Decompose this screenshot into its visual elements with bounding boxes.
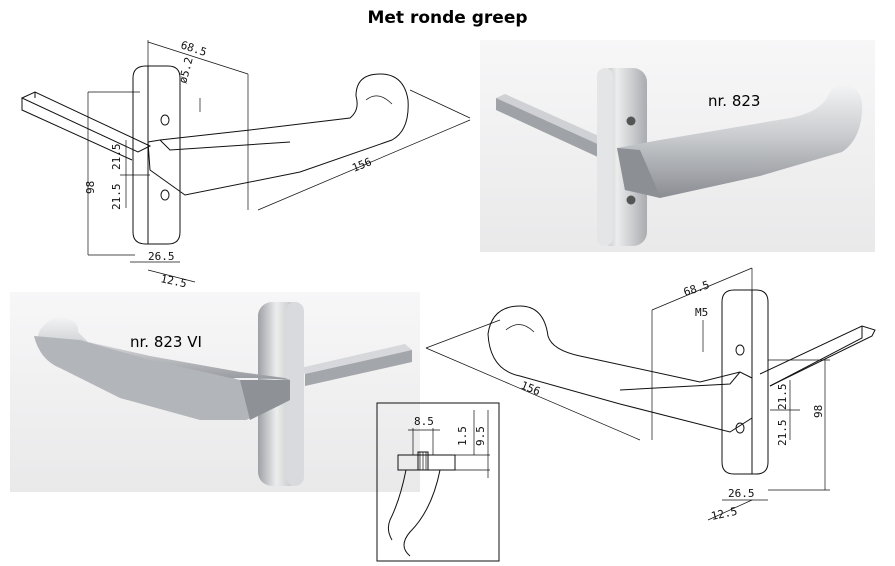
detail-width: 8.5 [414,415,434,428]
photo-label-823: nr. 823 [708,92,760,110]
page-title: Met ronde greep [367,8,528,28]
photo-top-right [480,40,875,252]
dim-bottom-height: 98 [812,405,825,418]
photo-middle-left [10,292,420,492]
photo-label-823-vi: nr. 823 VI [130,333,202,351]
dim-bottom-screw: M5 [695,306,708,319]
dim-top-spacing-lower: 21.5 [110,184,123,211]
dim-bottom-spacing-lower: 21.5 [776,420,789,447]
dim-top-depth: 26.5 [148,250,175,263]
detail-height: 9.5 [474,426,487,446]
dim-bottom-spacing-upper: 21.5 [776,384,789,411]
dim-bottom-depth: 26.5 [728,487,755,500]
detail-offset: 1.5 [456,426,469,446]
dim-top-hole: ø5.2 [176,56,195,85]
dim-bottom-plate: 12.5 [710,505,739,523]
detail-box: 8.5 1.5 9.5 [376,402,500,562]
dim-top-length: 156 [350,155,373,174]
drawing-bottom-right: 68.5 M5 156 98 21.5 21.5 26.5 12.5 [425,267,876,523]
dim-top-height: 98 [84,181,97,194]
dim-bottom-width: 68.5 [682,278,711,299]
dim-top-spacing-upper: 21.5 [110,144,123,171]
drawing-top-left: 68.5 ø5.2 156 98 21.5 21.5 26.5 12.5 [20,38,471,290]
dim-top-plate: 12.5 [159,272,188,290]
